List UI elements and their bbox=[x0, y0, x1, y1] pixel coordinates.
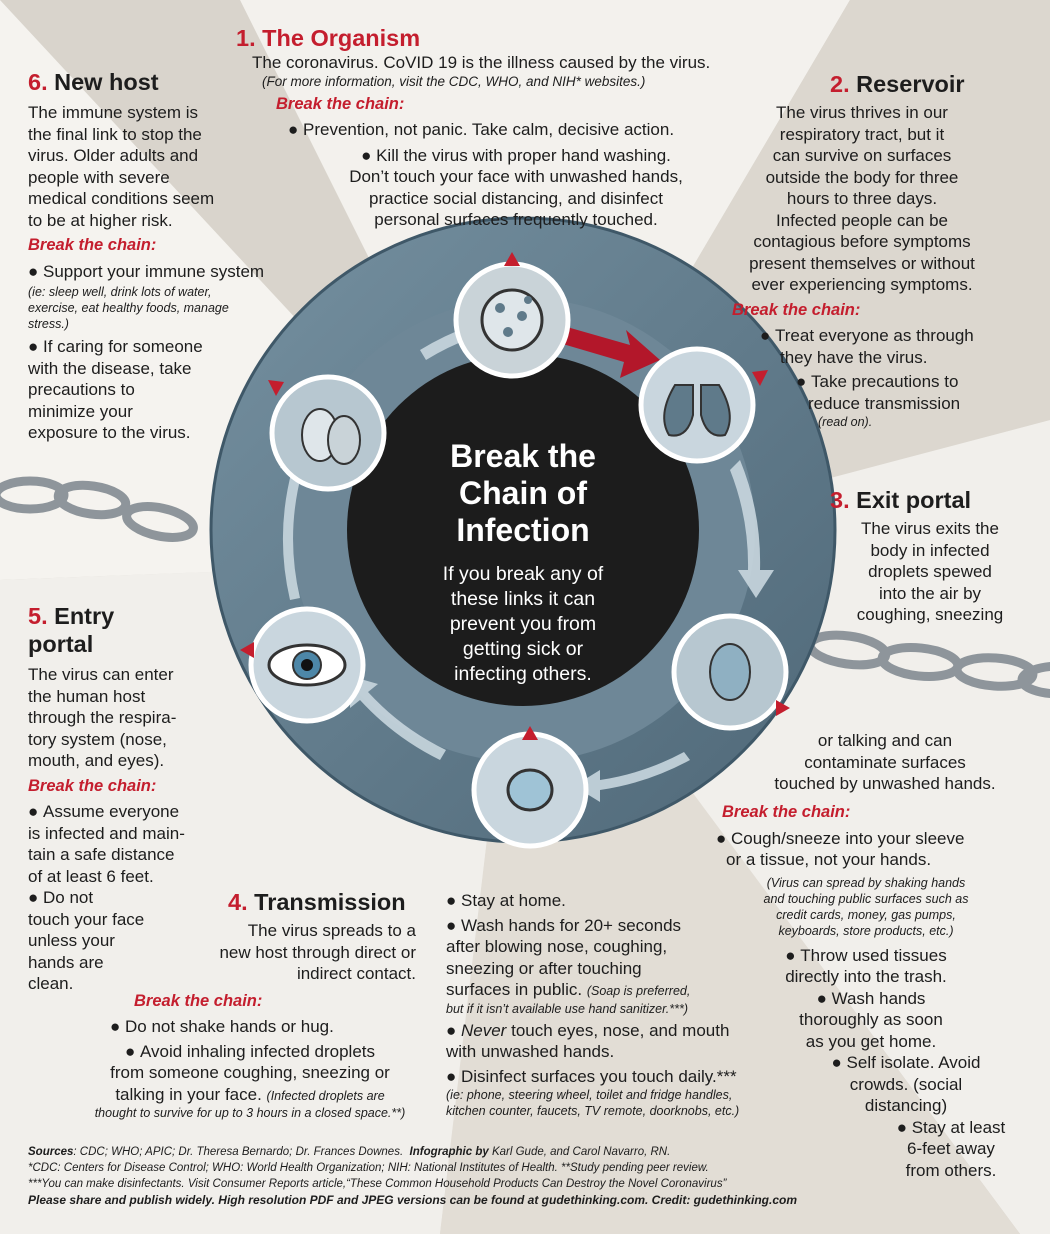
break-label: Break the chain: bbox=[28, 776, 157, 795]
section-organism: 1. The Organism The coronavirus. CoVID 1… bbox=[236, 24, 796, 231]
section-transmission-middle: Stay at home. Wash hands for 20+ seconds… bbox=[446, 890, 826, 1119]
section-title: 1. The Organism bbox=[236, 25, 421, 51]
broken-chain-left bbox=[0, 476, 198, 542]
section-note: (For more information, visit the CDC, WH… bbox=[262, 73, 646, 89]
section-title: 5. Entry bbox=[28, 603, 115, 629]
broken-chain-right bbox=[805, 630, 1050, 699]
bullet: Do not shake hands or hug. bbox=[110, 1016, 440, 1038]
break-label: Break the chain: bbox=[28, 236, 157, 254]
footer: Sources: CDC; WHO; APIC; Dr. Theresa Ber… bbox=[28, 1144, 1028, 1208]
section-exit-portal-break: Break the chain: Cough/sneeze into your … bbox=[716, 798, 1016, 1181]
section-title: 2. Reservoir bbox=[830, 71, 965, 97]
bullet: Disinfect surfaces you touch daily.*** (… bbox=[446, 1066, 826, 1120]
section-title-line: portal bbox=[28, 631, 94, 657]
bullet: Support your immune system bbox=[28, 261, 328, 283]
red-arrow bbox=[556, 325, 660, 378]
break-label: Break the chain: bbox=[134, 991, 263, 1010]
section-text: The coronavirus. CoVID 19 is the illness… bbox=[252, 53, 711, 72]
break-label: Break the chain: bbox=[732, 300, 861, 319]
bullet: Stay at home. bbox=[446, 890, 826, 912]
section-title: 3. Exit portal bbox=[830, 487, 972, 513]
section-title: 6. New host bbox=[28, 69, 159, 95]
bullet: Kill the virus with proper hand washing.… bbox=[236, 145, 796, 231]
footer-credit: Please share and publish widely. High re… bbox=[28, 1193, 797, 1207]
footer-notes: ***You can make disinfectants. Visit Con… bbox=[28, 1178, 727, 1190]
section-title: 4. Transmission bbox=[228, 889, 406, 915]
footer-notes: *CDC: Centers for Disease Control; WHO: … bbox=[28, 1162, 709, 1174]
break-label: Break the chain: bbox=[722, 803, 851, 821]
bullet-note: (ie: sleep well, drink lots of water,exe… bbox=[28, 285, 229, 331]
break-label: Break the chain: bbox=[276, 94, 405, 113]
bullet: Prevention, not panic. Take calm, decisi… bbox=[288, 119, 796, 141]
